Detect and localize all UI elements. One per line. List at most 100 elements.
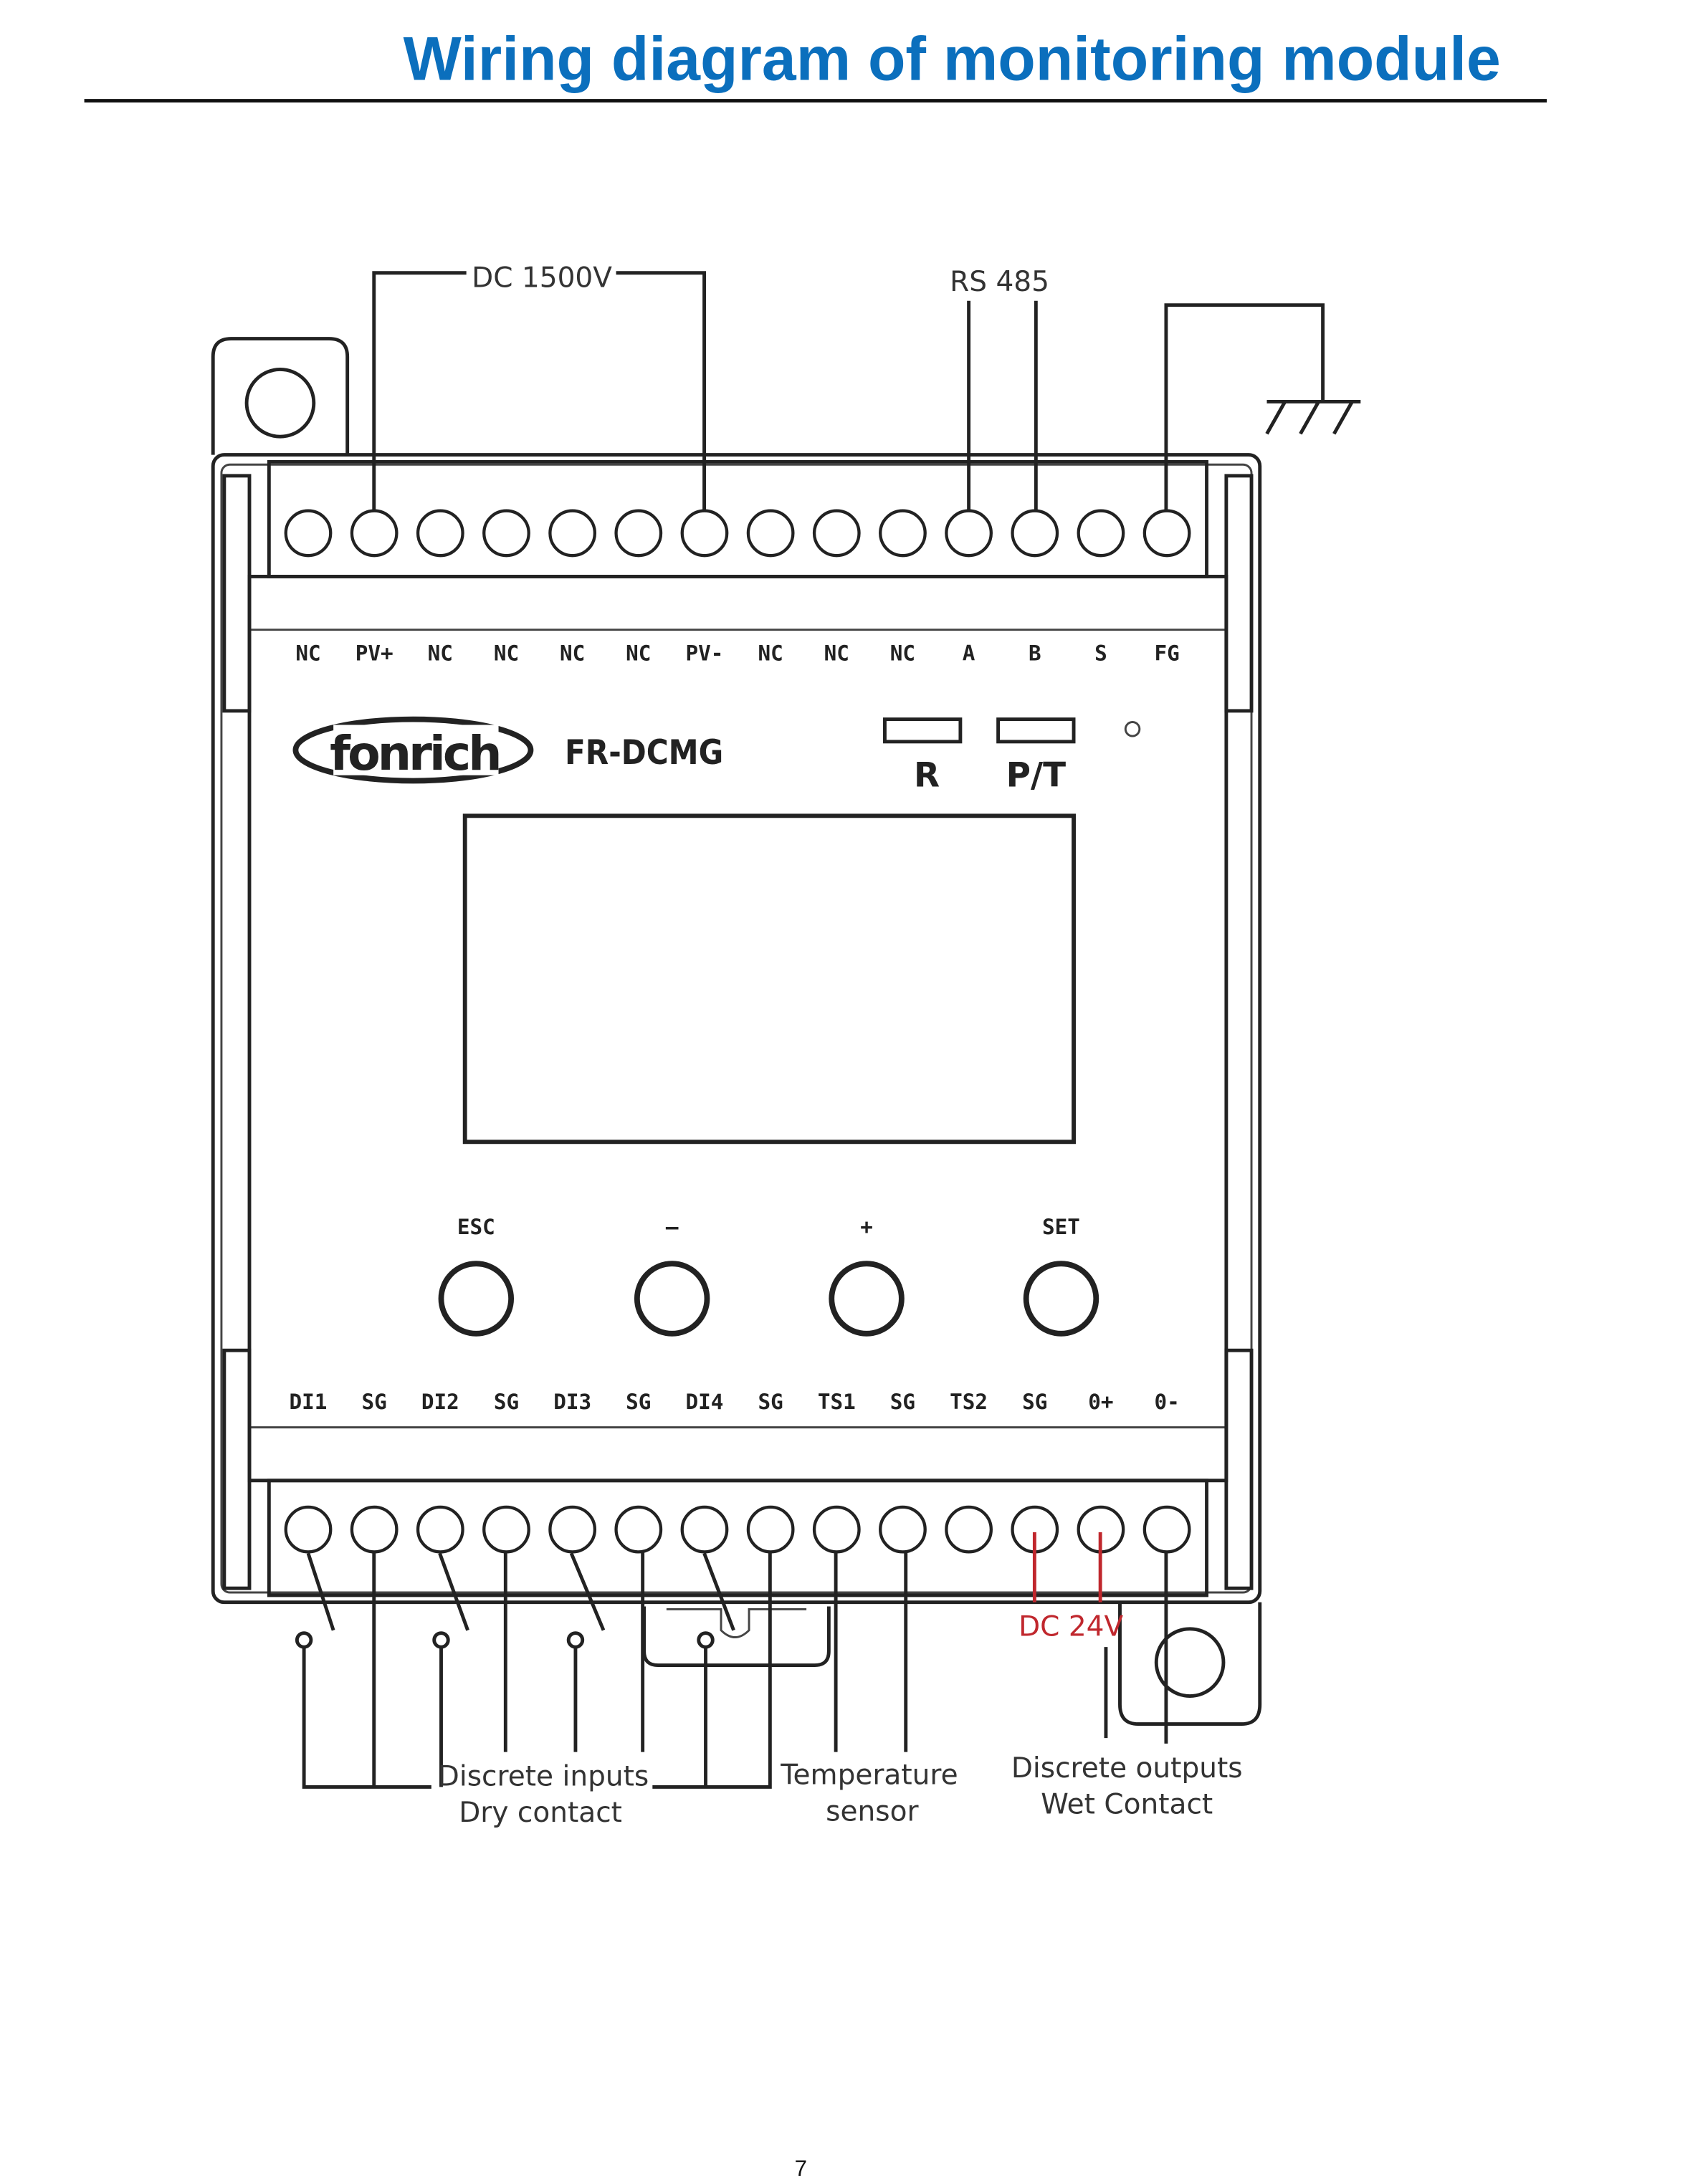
terminal-screw-icon: [812, 1505, 861, 1554]
terminal-screw-icon: [1011, 509, 1059, 558]
terminal-a-10: A: [945, 509, 993, 666]
terminal-label: DI2: [421, 1390, 459, 1414]
terminal-label: NC: [295, 641, 320, 666]
temperature-sensor-wiring: Temperature sensor: [780, 1550, 958, 1828]
terminal-label: NC: [560, 641, 585, 666]
terminal-label: SG: [1022, 1390, 1047, 1414]
rs485-wiring: RS 485: [950, 266, 1049, 511]
terminal-label: NC: [890, 641, 915, 666]
terminal-label: FG: [1154, 641, 1179, 666]
terminal-0-12: 0+: [1077, 1390, 1125, 1554]
terminal-screw-icon: [416, 1505, 464, 1554]
terminal-di1-0: DI1: [284, 1390, 333, 1554]
terminal-nc-2: NC: [416, 509, 464, 666]
terminal-label: S: [1094, 641, 1107, 666]
terminal-screw-icon: [284, 1505, 333, 1554]
button-esc[interactable]: ESC: [438, 1215, 515, 1337]
terminal-screw-icon: [1142, 509, 1191, 558]
page-title: Wiring diagram of monitoring module: [404, 24, 1501, 93]
button-plus[interactable]: +: [829, 1215, 905, 1337]
ground-icon: [1265, 399, 1361, 435]
svg-text:Discrete inputs: Discrete inputs: [438, 1760, 649, 1792]
terminal-sg-3: SG: [482, 1390, 530, 1554]
page-number: 7: [795, 2156, 807, 2181]
svg-text:P/T: P/T: [1006, 756, 1066, 795]
terminal-label: A: [963, 641, 975, 666]
terminal-screw-icon: [614, 509, 663, 558]
svg-text:R: R: [914, 756, 940, 795]
terminal-label: SG: [758, 1390, 783, 1414]
svg-text:ESC: ESC: [457, 1215, 495, 1239]
terminal-screw-icon: [548, 509, 597, 558]
terminal-pv-1: PV+: [350, 509, 399, 666]
terminal-label: PV-: [686, 641, 724, 666]
terminal-label: SG: [890, 1390, 915, 1414]
terminal-screw-icon: [1077, 509, 1125, 558]
terminal-fg-13: FG: [1142, 509, 1191, 666]
svg-text:Discrete outputs: Discrete outputs: [1011, 1752, 1243, 1785]
terminal-sg-1: SG: [350, 1390, 399, 1554]
terminal-label: SG: [626, 1390, 651, 1414]
terminal-label: NC: [824, 641, 849, 666]
button-set[interactable]: SET: [1023, 1215, 1099, 1337]
terminal-screw-icon: [746, 509, 795, 558]
terminal-label: B: [1029, 641, 1041, 666]
terminal-sg-7: SG: [746, 1390, 795, 1554]
terminal-nc-5: NC: [614, 509, 663, 666]
terminal-nc-3: NC: [482, 509, 530, 666]
terminal-s-12: S: [1077, 509, 1125, 666]
terminal-label: 0-: [1154, 1390, 1179, 1414]
model-name: FR-DCMG: [565, 734, 723, 773]
svg-text:–: –: [666, 1215, 679, 1239]
terminal-screw-icon: [680, 509, 729, 558]
svg-text:RS 485: RS 485: [950, 266, 1049, 298]
svg-text:DC 1500V: DC 1500V: [472, 262, 612, 294]
terminal-label: NC: [758, 641, 783, 666]
svg-text:fonrich: fonrich: [330, 725, 499, 781]
ground-wiring: [1164, 303, 1361, 511]
mounting-tab-top: [211, 337, 350, 455]
status-led: [1124, 721, 1141, 737]
discrete-inputs-wiring: Discrete inputs Dry contact: [295, 1550, 772, 1829]
terminal-nc-0: NC: [284, 509, 333, 666]
terminal-screw-icon: [416, 509, 464, 558]
terminal-screw-icon: [350, 509, 399, 558]
terminal-screw-icon: [945, 509, 993, 558]
terminal-screw-icon: [812, 509, 861, 558]
terminal-label: PV+: [356, 641, 393, 666]
terminal-label: TS2: [950, 1390, 988, 1414]
terminal-nc-8: NC: [812, 509, 861, 666]
svg-text:+: +: [860, 1215, 873, 1239]
fonrich-logo: fonrich: [292, 716, 534, 784]
terminal-screw-icon: [284, 509, 333, 558]
terminal-sg-11: SG: [1011, 1390, 1059, 1554]
dc1500v-wiring: DC 1500V: [372, 262, 707, 511]
button-minus[interactable]: –: [634, 1215, 710, 1337]
terminal-nc-7: NC: [746, 509, 795, 666]
terminal-nc-4: NC: [548, 509, 597, 666]
terminal-screw-icon: [1142, 1505, 1191, 1554]
terminal-di4-6: DI4: [680, 1390, 729, 1554]
svg-text:DC 24V: DC 24V: [1018, 1611, 1123, 1643]
svg-text:Wet Contact: Wet Contact: [1041, 1789, 1213, 1821]
terminal-screw-icon: [879, 1505, 927, 1554]
terminal-screw-icon: [614, 1505, 663, 1554]
indicator-r: R: [883, 717, 963, 795]
terminal-sg-5: SG: [614, 1390, 663, 1554]
terminal-di2-2: DI2: [416, 1390, 464, 1554]
terminal-screw-icon: [482, 1505, 530, 1554]
indicator-pt: P/T: [996, 717, 1076, 795]
terminal-label: TS1: [818, 1390, 856, 1414]
terminal-nc-9: NC: [879, 509, 927, 666]
terminal-screw-icon: [879, 509, 927, 558]
terminal-screw-icon: [680, 1505, 729, 1554]
terminal-screw-icon: [945, 1505, 993, 1554]
terminal-screw-icon: [746, 1505, 795, 1554]
terminal-sg-9: SG: [879, 1390, 927, 1554]
terminal-label: NC: [494, 641, 519, 666]
terminal-screw-icon: [548, 1505, 597, 1554]
terminal-label: DI4: [686, 1390, 724, 1414]
terminal-ts1-8: TS1: [812, 1390, 861, 1554]
terminal-label: DI1: [290, 1390, 328, 1414]
lcd-display: [462, 813, 1076, 1145]
